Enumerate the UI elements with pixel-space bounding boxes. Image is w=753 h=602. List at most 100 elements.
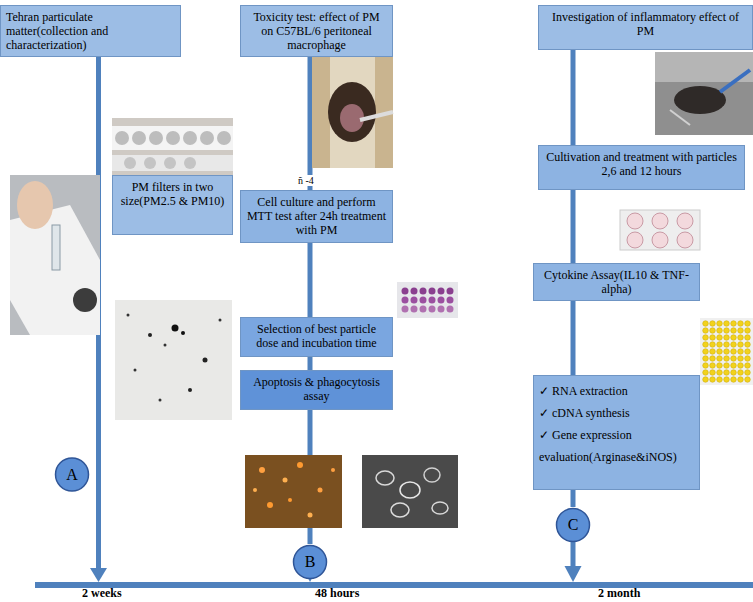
- six-well-photo-part: [627, 213, 643, 229]
- mouse-photo-part: [360, 112, 393, 120]
- circle-shape: [56, 458, 89, 491]
- timeline-arrow: [90, 50, 582, 582]
- microscope-photo: [115, 300, 232, 420]
- process-box: PM filters in two size(PM2.5 & PM10): [112, 175, 233, 235]
- phagocytosis-photo-part: [432, 502, 448, 514]
- apoptosis-photo-part: [245, 455, 342, 528]
- dissection-photo-part: [674, 86, 726, 114]
- microscope-photo-part: [159, 399, 162, 402]
- microscope-photo-part: [203, 358, 208, 363]
- stage-title-box: Investigation of inflammatory effect of …: [538, 5, 753, 50]
- microscope-photo-part: [172, 325, 179, 332]
- figure-note: ñ -4: [296, 175, 316, 186]
- mtt-plate-photo-part: [438, 306, 445, 313]
- stage-title-box: Tehran particulate matter(collection and…: [0, 5, 181, 57]
- node-text: Cultivation and treatment with particles…: [544, 150, 739, 178]
- mtt-plate-photo-part: [438, 288, 445, 295]
- apoptosis-photo-part: [288, 498, 292, 502]
- filter-photo: [112, 118, 233, 175]
- phagocytosis-photo-part: [362, 455, 458, 528]
- filter-photo-part: [166, 131, 180, 145]
- filter-photo-part: [217, 131, 231, 145]
- six-well-photo-part: [652, 232, 668, 248]
- six-well-photo-part: [677, 232, 693, 248]
- node-text: B: [305, 555, 316, 569]
- mouse-photo-part: [328, 82, 376, 142]
- flow-line: [308, 243, 313, 317]
- filter-photo-part: [164, 157, 176, 169]
- mtt-plate-photo-part: [447, 288, 454, 295]
- six-well-photo-part: [620, 210, 700, 250]
- dissection-photo: [655, 52, 753, 135]
- timeline-axis: [35, 582, 753, 588]
- mtt-plate-photo-part: [411, 306, 418, 313]
- apoptosis-photo-part: [283, 478, 288, 483]
- mtt-plate-photo-part: [402, 297, 409, 304]
- flow-line: [308, 57, 313, 190]
- stage-marker: A: [54, 452, 90, 497]
- node-text: ✓ cDNA synthesis: [539, 402, 694, 424]
- elisa-plate-photo-part: [702, 320, 751, 383]
- sample-photo-part: [52, 225, 60, 270]
- phagocytosis-photo-part: [400, 482, 420, 498]
- filter-photo-part: [200, 131, 214, 145]
- microscope-photo-part: [115, 300, 232, 420]
- node-text: ✓ Gene expression evaluation(Arginase&iN…: [539, 424, 694, 468]
- node-text: Cytokine Assay(IL10 & TNF-alpha): [539, 268, 694, 296]
- node-text: Apoptosis & phagocytosis assay: [246, 375, 387, 403]
- mtt-plate-photo-part: [429, 297, 436, 304]
- process-box: Selection of best particle dose and incu…: [240, 317, 393, 357]
- sample-photo-part: [10, 205, 100, 335]
- microscope-photo-part: [148, 333, 152, 337]
- elisa-plate-photo: [700, 318, 753, 385]
- node-text: Toxicity test: effect of PM on C57BL/6 p…: [246, 10, 387, 52]
- mtt-plate-photo-part: [438, 297, 445, 304]
- filter-photo-part: [183, 131, 197, 145]
- process-box: Cultivation and treatment with particles…: [538, 145, 745, 190]
- node-text: Tehran particulate matter(collection and…: [6, 10, 175, 52]
- circle-shape: [294, 546, 327, 579]
- flow-line: [571, 301, 576, 375]
- six-well-photo-part: [677, 213, 693, 229]
- process-box: Apoptosis & phagocytosis assay: [240, 370, 393, 410]
- stage-marker: C: [555, 507, 591, 543]
- filter-photo-part: [184, 157, 196, 169]
- flow-line: [571, 50, 576, 145]
- node-text: Selection of best particle dose and incu…: [246, 322, 387, 350]
- time-label: 2 month: [598, 587, 640, 600]
- sample-photo: [10, 175, 100, 335]
- apoptosis-photo-part: [259, 467, 265, 473]
- six-well-photo-part: [652, 213, 668, 229]
- timeline-arrow-part: [90, 568, 107, 582]
- apoptosis-photo: [245, 455, 342, 528]
- filter-photo-part: [124, 157, 136, 169]
- sample-photo-part: [10, 175, 100, 335]
- filter-photo-part: [132, 131, 146, 145]
- apoptosis-photo-part: [331, 468, 335, 472]
- apoptosis-photo-part: [267, 502, 273, 508]
- apoptosis-photo-part: [297, 462, 303, 468]
- phagocytosis-photo: [362, 455, 458, 528]
- mtt-plate-photo-part: [447, 306, 454, 313]
- microscope-photo-part: [219, 319, 222, 322]
- mtt-plate-photo-part: [411, 297, 418, 304]
- stage-marker: B: [292, 532, 328, 592]
- apoptosis-photo-part: [253, 488, 257, 492]
- sample-photo-part: [17, 181, 53, 229]
- mouse-photo: [312, 53, 393, 168]
- mtt-plate-photo-part: [411, 288, 418, 295]
- six-well-photo-part: [627, 232, 643, 248]
- microscope-photo-part: [164, 344, 167, 347]
- filter-photo-part: [112, 126, 233, 150]
- filter-photo-part: [112, 118, 233, 175]
- node-text: A: [66, 468, 78, 482]
- mtt-plate-photo-part: [429, 306, 436, 313]
- node-text: C: [568, 518, 579, 532]
- filter-photo-part: [115, 131, 129, 145]
- flow-line: [308, 357, 313, 370]
- timeline-arrow-part: [565, 566, 582, 582]
- sample-photo-part: [73, 288, 97, 312]
- mtt-plate-photo-part: [420, 297, 427, 304]
- filter-photo-part: [112, 155, 233, 171]
